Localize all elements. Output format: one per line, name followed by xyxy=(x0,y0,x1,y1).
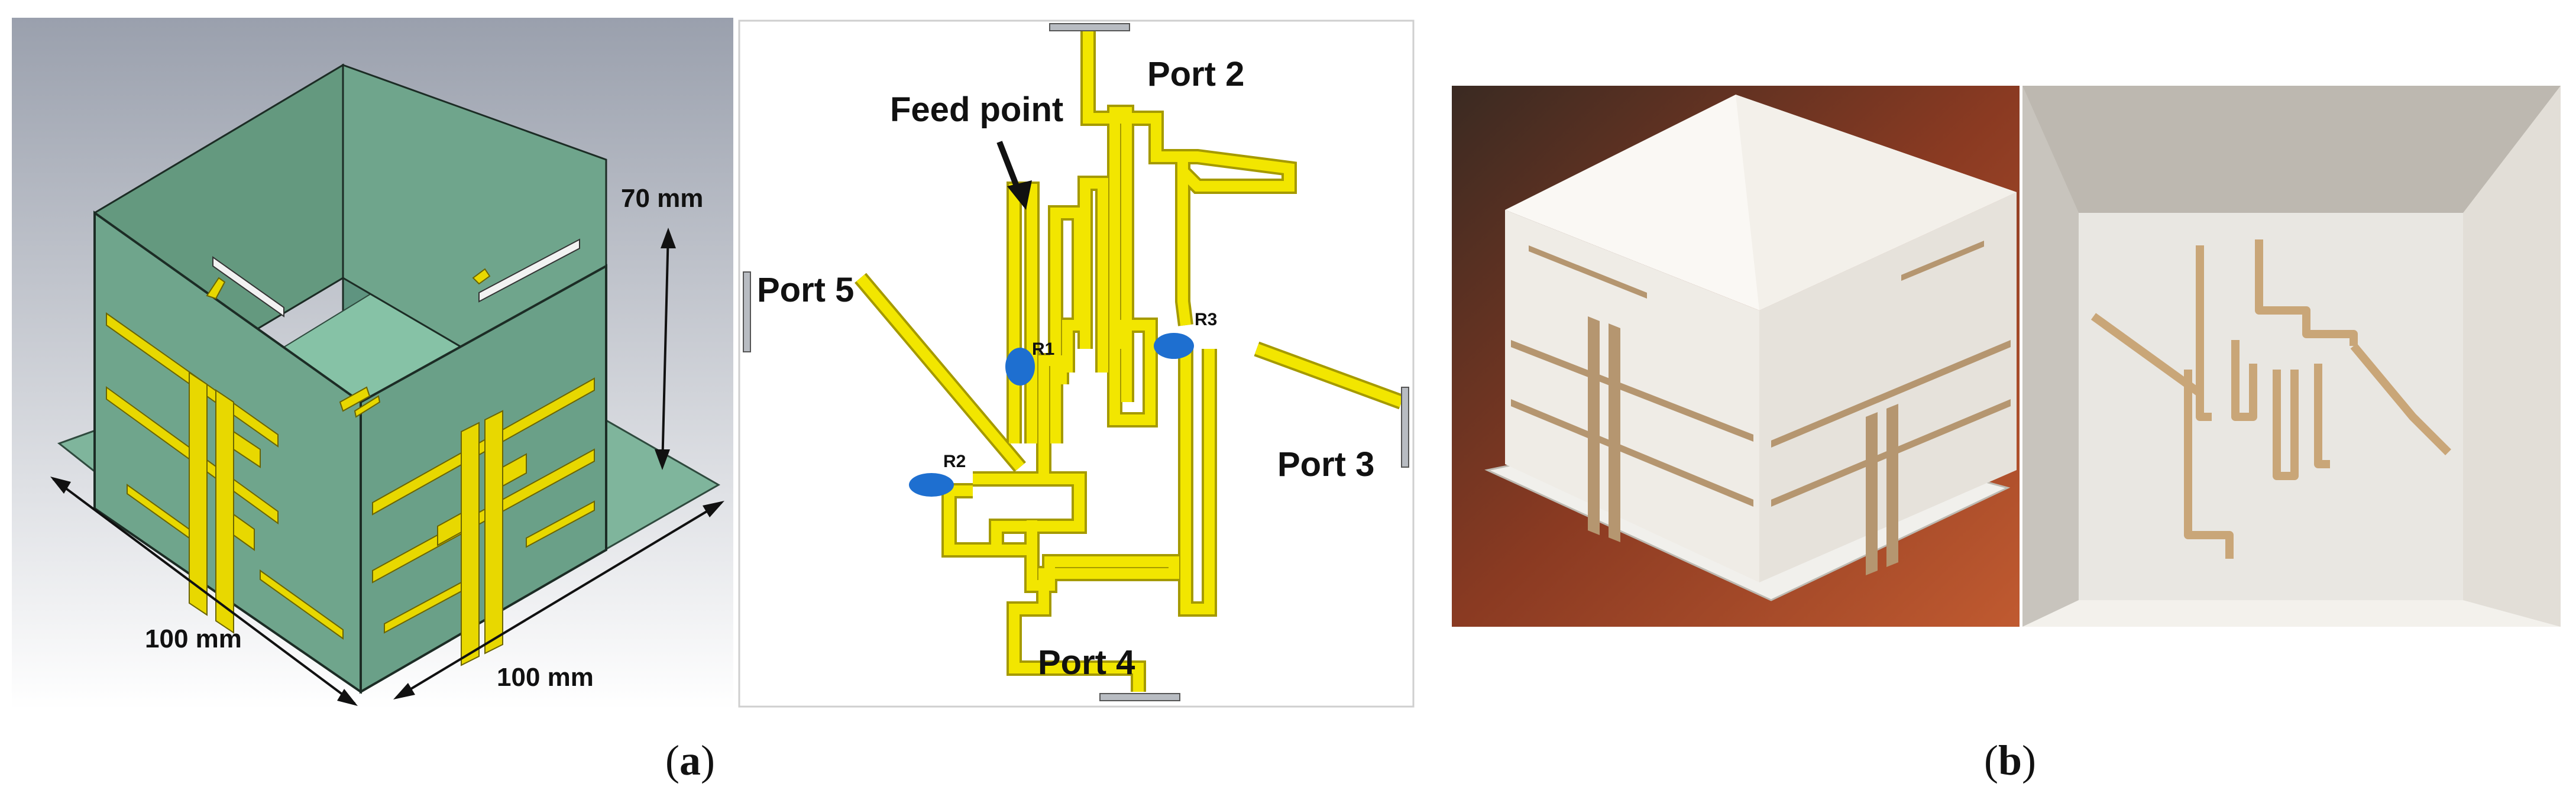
caption-b-letter: b xyxy=(1998,737,2022,784)
dim-line-height xyxy=(661,230,669,468)
feed-point-arrowhead xyxy=(1007,180,1032,210)
dim-line-width-left xyxy=(52,478,356,705)
dim-arrow-left-end xyxy=(337,689,358,706)
front-right-wall xyxy=(360,264,607,694)
photo-right-wall xyxy=(1759,192,2017,582)
topview-bottom-wall xyxy=(2022,600,2561,627)
port-5-label: Port 5 xyxy=(757,271,854,309)
port-2-label: Port 2 xyxy=(1147,55,1244,93)
fabricated-box-top-view xyxy=(2022,86,2561,627)
resistor-r3-label: R3 xyxy=(1195,310,1217,329)
resistor-r1-label: R1 xyxy=(1032,339,1054,359)
dim-label-height: 70 mm xyxy=(621,184,703,213)
dim-label-width-right: 100 mm xyxy=(497,663,594,692)
caption-a-letter: a xyxy=(679,737,701,784)
port-2-pad xyxy=(1049,23,1130,31)
fabricated-box-photo xyxy=(1452,86,2020,627)
resistor-r2-label: R2 xyxy=(943,452,966,471)
dim-arrow-right-start xyxy=(393,683,415,699)
topview-right-wall xyxy=(2463,86,2561,627)
photo-right-copper xyxy=(1771,241,2011,575)
dim-arrow-height-top xyxy=(661,228,676,248)
topview-floor xyxy=(2079,213,2463,600)
port-4-label: Port 4 xyxy=(1038,643,1135,682)
right-wall-slot-upper xyxy=(478,238,580,303)
resistor-r2 xyxy=(909,473,954,497)
topview-left-wall xyxy=(2022,86,2079,627)
port-3-pad xyxy=(1401,387,1409,468)
caption-b: (b) xyxy=(1984,737,2037,784)
caption-a: (a) xyxy=(665,737,715,784)
floor-traces xyxy=(339,386,381,418)
dim-arrow-right-end xyxy=(703,501,724,517)
photo-left-copper xyxy=(1511,245,1753,542)
left-wall-slot-upper xyxy=(212,256,284,318)
topview-top-wall xyxy=(2022,86,2561,213)
port-3-label: Port 3 xyxy=(1277,445,1374,484)
box-antenna-3d-model: 70 mm 100 mm 100 mm xyxy=(12,18,733,710)
resistor-r3 xyxy=(1154,333,1194,359)
port-4-pad xyxy=(1099,693,1180,701)
port-5-pad xyxy=(743,271,751,352)
right-wall-traces xyxy=(372,268,595,666)
resistor-r1 xyxy=(1005,348,1035,386)
photo-left-wall xyxy=(1505,210,1759,582)
feed-network-layout: R1 R2 R3 Feed point Port 2 Port 3 Port 4… xyxy=(738,20,1415,708)
dim-arrow-left-start xyxy=(50,477,71,494)
dim-label-width-left: 100 mm xyxy=(145,624,242,653)
dim-line-width-right xyxy=(395,501,723,699)
feed-point-label: Feed point xyxy=(890,90,1063,129)
photo-inner-shadow xyxy=(1736,95,2017,310)
dim-arrow-height-bottom xyxy=(655,449,670,470)
left-wall-traces xyxy=(106,277,344,640)
topview-traces xyxy=(2090,239,2451,559)
